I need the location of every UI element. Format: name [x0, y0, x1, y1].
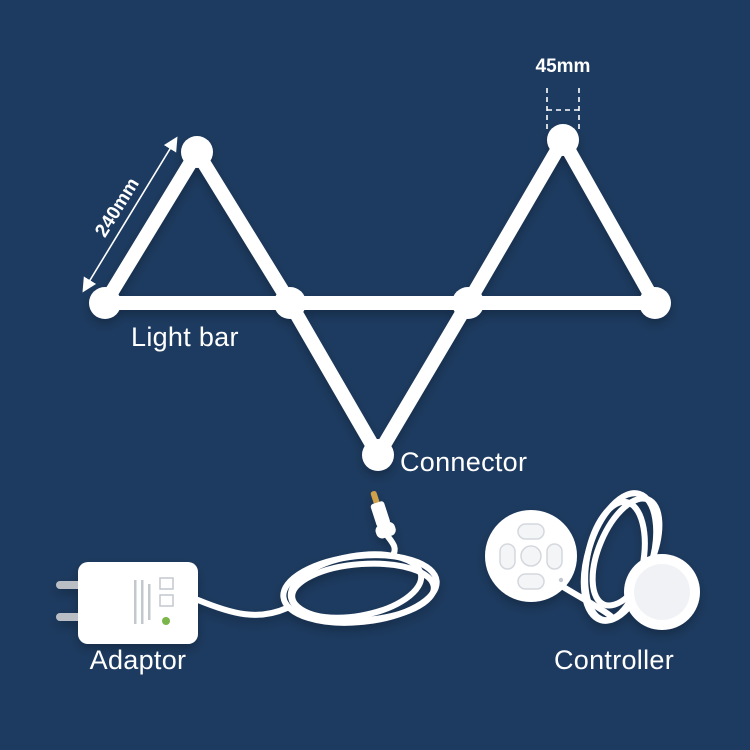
light-bar-segment	[190, 145, 297, 310]
light-bar-segment	[371, 296, 475, 462]
adaptor-cable-coil	[287, 551, 425, 621]
eu-plug-prong	[56, 581, 82, 589]
adaptor-cable	[195, 597, 290, 618]
connector-node	[452, 287, 484, 319]
adaptor-body	[78, 562, 198, 644]
dc-plug	[370, 490, 396, 539]
dc-plug-sleeve	[375, 522, 396, 539]
adaptor-label-marks	[134, 577, 174, 625]
connector-label: Connector	[400, 447, 528, 477]
dc-plug-body	[370, 501, 390, 527]
light-bar-segment	[461, 133, 570, 310]
controller-label: Controller	[553, 645, 675, 675]
dc-plug-tip	[370, 490, 380, 505]
connector-node	[274, 287, 306, 319]
controller-pad-inner	[634, 564, 690, 620]
adaptor-illustration	[56, 490, 440, 644]
light-bar-assembly	[89, 124, 671, 471]
connector-node	[181, 136, 213, 168]
adaptor-label: Adaptor	[89, 645, 187, 675]
controller-buttons	[499, 523, 564, 590]
dimension-45mm-guides	[546, 88, 580, 132]
dimension-240mm	[82, 136, 178, 293]
light-bar-segment	[98, 145, 204, 310]
controller-cable	[557, 582, 616, 621]
controller-illustration	[485, 490, 700, 630]
dimension-45mm-label: 45mm	[535, 56, 591, 77]
light-bar-label: Light bar	[131, 322, 239, 352]
eu-plug-prong	[56, 613, 82, 621]
connector-node	[547, 124, 579, 156]
light-bar-segment	[283, 296, 385, 462]
light-bar-segment	[556, 133, 662, 310]
connector-node	[639, 287, 671, 319]
connector-node	[89, 287, 121, 319]
connector-node	[362, 439, 394, 471]
